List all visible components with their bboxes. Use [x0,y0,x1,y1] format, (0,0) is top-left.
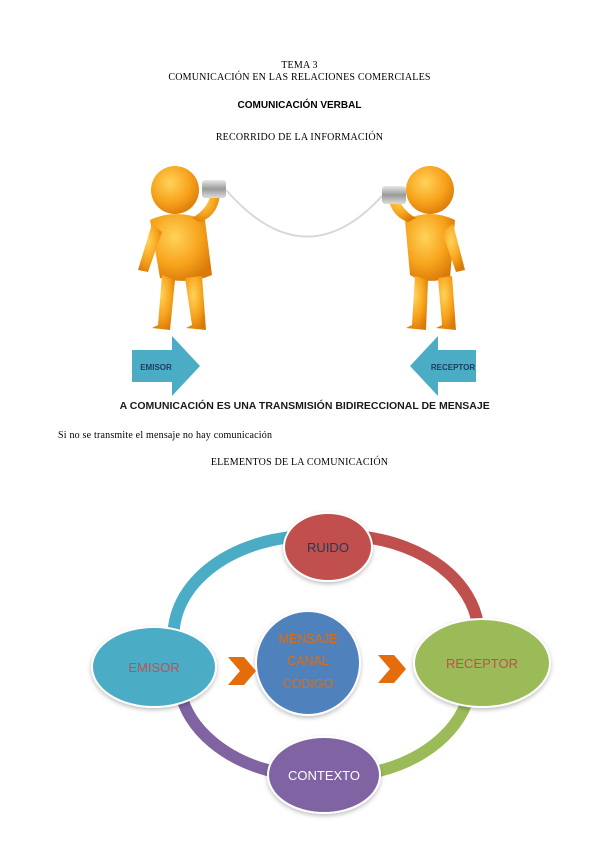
emisor-figure [138,166,226,330]
arc-ruido-receptor [363,531,484,627]
tema-label: TEMA 3 [281,60,318,71]
receptor-arrow-label: RECEPTOR [431,363,476,372]
center-codigo: CÓDIGO [283,676,334,691]
note-text: Si no se transmite el mensaje no hay com… [58,430,273,441]
communication-figure: EMISOR RECEPTOR LA COMUNICACIÓN ES UNA T… [120,166,490,412]
receptor-arrow: RECEPTOR [410,336,476,396]
arrow-emisor-center [228,657,256,685]
contexto-label: CONTEXTO [288,768,360,783]
section-elementos: ELEMENTOS DE LA COMUNICACIÓN [210,457,389,468]
emisor-arrow-label: EMISOR [140,363,172,372]
center-node: MENSAJE CANAL CÓDIGO [255,610,361,716]
section-recorrido: RECORRIDO DE LA INFORMACIÓN [215,132,384,143]
emisor-label: EMISOR [128,660,179,675]
arrow-center-receptor [378,655,406,683]
tin-can-right [382,186,406,204]
receptor-figure [382,166,465,330]
ruido-node: RUIDO [283,512,373,582]
arc-contexto-emisor [174,688,282,779]
ruido-label: RUIDO [307,540,349,555]
emisor-node: EMISOR [91,626,217,708]
receptor-label: RECEPTOR [446,656,518,671]
elements-diagram: RUIDO EMISOR MENSAJE CANAL CÓDIGO RECEPT… [91,512,551,814]
emisor-arrow: EMISOR [132,336,200,396]
tin-can-left [202,180,226,198]
contexto-node: CONTEXTO [267,736,381,814]
center-mensaje: MENSAJE [278,632,337,646]
center-canal: CANAL [287,654,329,668]
subtitle: COMUNICACIÓN VERBAL [237,100,362,111]
figure-caption: LA COMUNICACIÓN ES UNA TRANSMISIÓN BIDIR… [120,399,490,412]
receptor-node: RECEPTOR [413,618,551,708]
phone-string [225,189,383,238]
document-title: COMUNICACIÓN EN LAS RELACIONES COMERCIAL… [168,72,431,83]
